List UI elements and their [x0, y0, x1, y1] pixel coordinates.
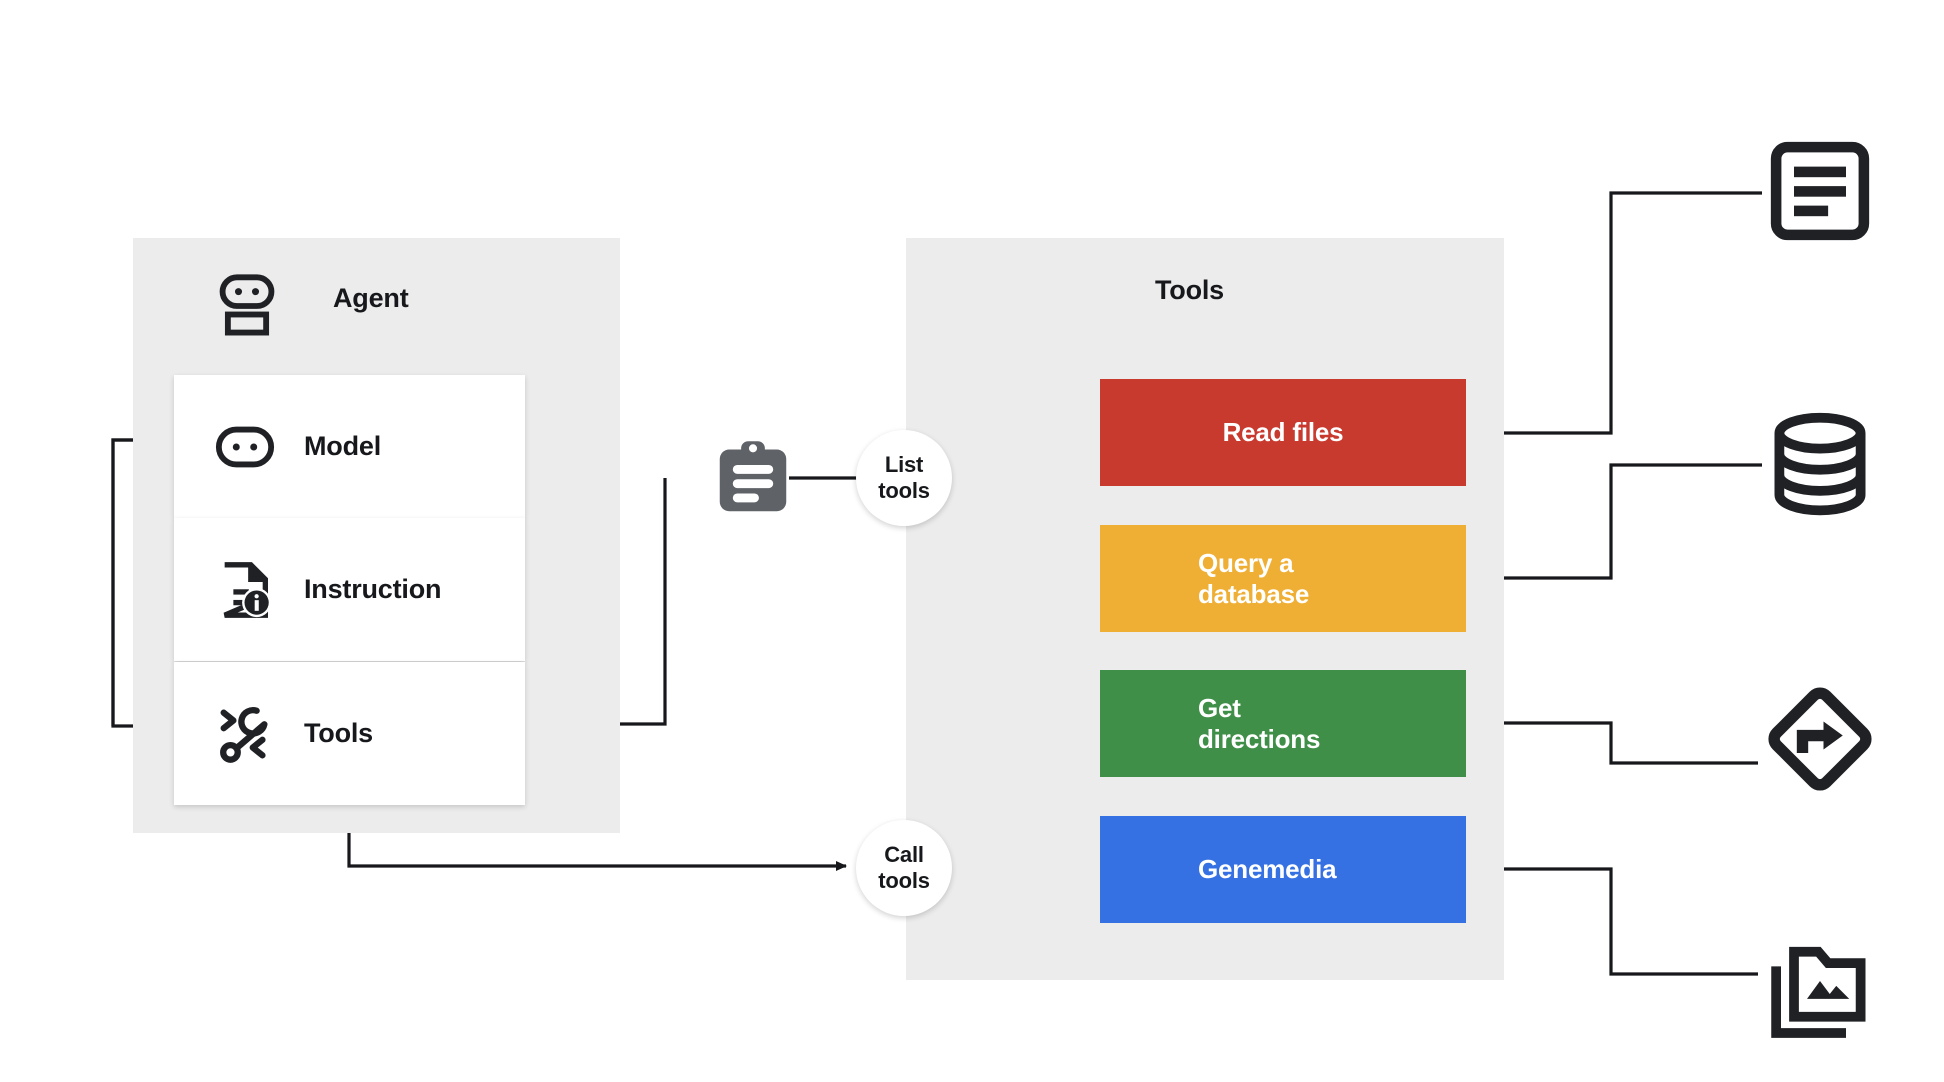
robot-head-icon	[215, 426, 275, 467]
tool-label-get-directions: Get directions	[1198, 693, 1321, 754]
tools-panel-title: Tools	[1155, 275, 1224, 305]
article-icon	[1770, 141, 1870, 241]
node-list-tools[interactable]: List tools	[856, 430, 952, 526]
tool-box-get-directions[interactable]: Get directions	[1100, 670, 1466, 777]
tool-box-read-files[interactable]: Read files	[1100, 379, 1466, 486]
tool-label-read-files: Read files	[1222, 417, 1344, 448]
tool-label-query-database: Query a database	[1198, 548, 1310, 609]
wrench-code-icon	[220, 706, 268, 763]
robot-icon	[219, 274, 275, 336]
node-call-tools-line1: Call	[884, 842, 924, 868]
wire-genemedia-to-photos	[1466, 867, 1758, 976]
wire-directions-to-sign	[1466, 721, 1758, 765]
wire-read-to-article	[1466, 191, 1762, 435]
node-list-tools-line2: tools	[878, 478, 930, 503]
agent-card-label-model: Model	[304, 431, 381, 461]
database-icon	[1774, 412, 1866, 516]
photo-library-icon	[1771, 946, 1866, 1038]
directions-sign-icon	[1768, 687, 1872, 791]
agent-card-tools[interactable]: Tools	[174, 662, 525, 805]
agent-card-label-tools: Tools	[304, 718, 373, 748]
node-call-tools-line2: tools	[878, 868, 930, 893]
node-call-tools[interactable]: Call tools	[856, 820, 952, 916]
node-list-tools-line1: List	[884, 452, 924, 478]
agent-panel-title: Agent	[333, 283, 409, 313]
wire-query-to-database	[1466, 463, 1762, 580]
agent-card-instruction[interactable]: Instruction	[174, 518, 525, 661]
document-info-icon	[223, 561, 272, 618]
tool-box-query-database[interactable]: Query a database	[1100, 525, 1466, 632]
tool-label-genemedia: Genemedia	[1198, 854, 1337, 885]
agent-card-label-instruction: Instruction	[304, 574, 442, 604]
tool-box-genemedia[interactable]: Genemedia	[1100, 816, 1466, 923]
clipboard-icon	[719, 441, 787, 512]
agent-card-model[interactable]: Model	[174, 375, 525, 518]
